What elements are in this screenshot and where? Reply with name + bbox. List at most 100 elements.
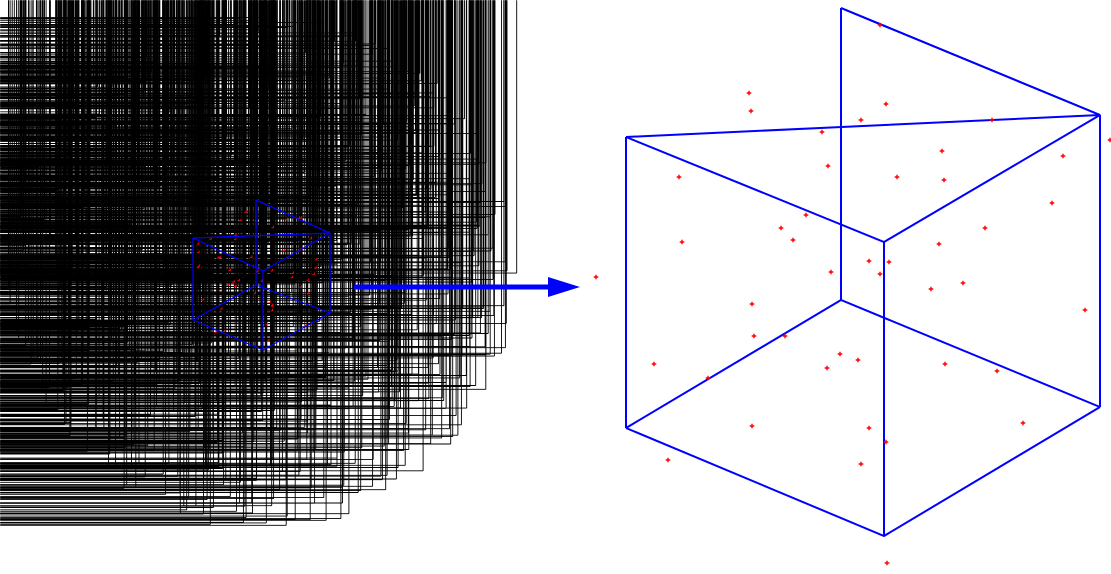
cloud-selected-point — [306, 291, 310, 295]
arrow-right-icon — [354, 277, 580, 297]
cloud-point — [0, 0, 153, 72]
cloud-point — [0, 0, 251, 387]
cloud-selected-point — [234, 233, 237, 236]
cloud-selected-point — [270, 303, 274, 307]
cloud-point — [0, 0, 137, 489]
cloud-point — [0, 0, 494, 249]
cloud-point — [0, 0, 204, 80]
cloud-point — [0, 0, 351, 146]
cloud-point — [0, 0, 190, 272]
cloud-point — [0, 0, 145, 209]
cloud-point — [0, 0, 324, 284]
cloud-point — [0, 0, 160, 137]
cloud-point — [0, 0, 334, 273]
zoomed-selected-points — [593, 22, 1111, 566]
cloud-point — [0, 0, 158, 386]
large-wireframe-cube-icon — [625, 7, 1101, 538]
cloud-point — [0, 0, 457, 417]
cloud-selected-point — [220, 307, 223, 310]
cloud-point — [0, 0, 209, 84]
cloud-selected-point — [299, 216, 303, 219]
zoomed-selected-point — [1020, 420, 1026, 426]
cloud-point — [0, 0, 193, 385]
cloud-point — [0, 0, 390, 445]
cloud-point — [0, 0, 179, 412]
cloud-point — [0, 0, 398, 361]
cloud-point — [0, 0, 365, 348]
cloud-point — [0, 0, 467, 376]
cloud-point — [0, 0, 87, 266]
cloud-point — [0, 0, 111, 446]
zoomed-selected-point — [855, 357, 861, 363]
cloud-point — [0, 0, 243, 303]
cloud-point — [0, 0, 483, 185]
cloud-selected-point — [265, 322, 268, 326]
cloud-point — [0, 0, 219, 464]
arrow-head — [548, 277, 580, 297]
zoomed-selected-point — [1049, 200, 1055, 206]
zoomed-selected-point — [866, 425, 872, 431]
zoomed-selected-point — [751, 333, 757, 339]
cloud-point — [0, 0, 291, 49]
cloud-point — [0, 0, 61, 288]
cloud-selected-point — [223, 329, 226, 333]
zoomed-selected-point — [837, 351, 843, 357]
cloud-selected-point — [306, 278, 310, 281]
cloud-selected-point — [266, 339, 270, 342]
cloud-point — [0, 0, 410, 230]
cloud-point — [0, 0, 363, 449]
cloud-selected-point — [253, 291, 256, 295]
zoomed-selected-point — [928, 286, 934, 292]
cloud-point — [0, 0, 485, 309]
cloud-point — [0, 0, 183, 242]
cloud-point — [0, 0, 89, 347]
cloud-selected-point — [291, 271, 294, 274]
cloud-point — [0, 0, 188, 511]
cloud-point — [0, 0, 309, 393]
cloud-point — [0, 0, 245, 321]
zoomed-selected-point — [1107, 137, 1111, 143]
cloud-point — [0, 0, 430, 400]
cloud-point — [0, 0, 342, 161]
cloud-selected-point — [312, 272, 315, 275]
cloud-point — [0, 0, 240, 359]
cloud-selected-points — [196, 210, 318, 342]
zoomed-selected-point — [994, 368, 1000, 374]
large-cube-edge-front-bottom — [625, 406, 1101, 538]
cloud-selected-point — [196, 242, 200, 245]
zoomed-selected-point — [819, 129, 825, 135]
cloud-point — [0, 0, 151, 416]
cloud-point — [0, 0, 119, 376]
cloud-point — [0, 0, 306, 428]
cloud-point — [0, 0, 298, 352]
zoomed-selected-point — [790, 237, 796, 243]
cloud-point — [0, 0, 414, 237]
zoomed-selected-point — [989, 117, 995, 123]
cloud-point — [0, 0, 335, 381]
cloud-point — [0, 0, 97, 320]
cloud-selected-point — [232, 280, 235, 283]
cloud-point — [0, 0, 422, 82]
cloud-selected-point — [219, 287, 222, 291]
cloud-point — [0, 0, 169, 301]
cloud-point — [0, 0, 236, 70]
cloud-point — [0, 0, 205, 270]
cloud-point — [0, 0, 387, 491]
zoomed-selected-point — [877, 271, 883, 277]
cloud-point — [0, 0, 474, 252]
cloud-point — [0, 0, 135, 445]
zoomed-selected-point — [936, 241, 942, 247]
large-cube-edge-back-top-left — [625, 7, 1101, 138]
cloud-point — [0, 0, 332, 466]
cloud-point — [0, 0, 122, 331]
cloud-point — [0, 0, 401, 409]
cloud-point — [0, 0, 435, 317]
cloud-point — [0, 0, 405, 151]
zoomed-selected-point — [593, 274, 599, 280]
cloud-point — [0, 0, 170, 464]
cloud-point — [0, 0, 198, 103]
cloud-point — [0, 0, 377, 309]
cloud-point — [0, 0, 164, 475]
zoomed-selected-point — [676, 174, 682, 180]
cloud-point — [0, 0, 201, 406]
